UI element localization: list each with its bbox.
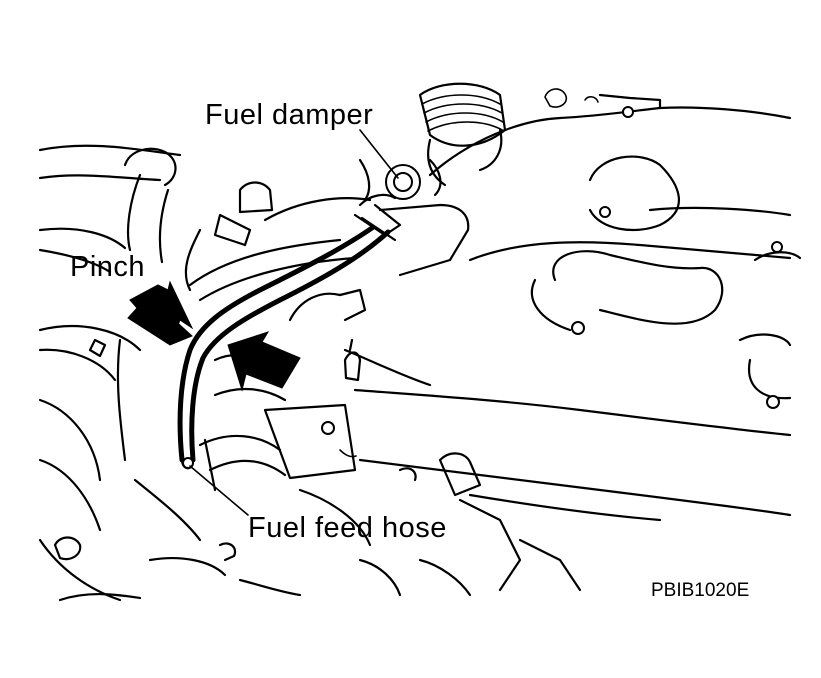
label-fuel-feed-hose: Fuel feed hose	[248, 512, 447, 544]
figure-code: PBIB1020E	[651, 580, 749, 601]
pinch-arrow-right	[227, 331, 301, 392]
leader-lines	[189, 129, 399, 516]
label-fuel-damper: Fuel damper	[205, 99, 373, 131]
label-pinch: Pinch	[70, 251, 145, 283]
fuel-feed-hose	[177, 216, 397, 470]
pinch-arrow-left	[127, 280, 194, 346]
engine-line-art	[38, 82, 802, 602]
